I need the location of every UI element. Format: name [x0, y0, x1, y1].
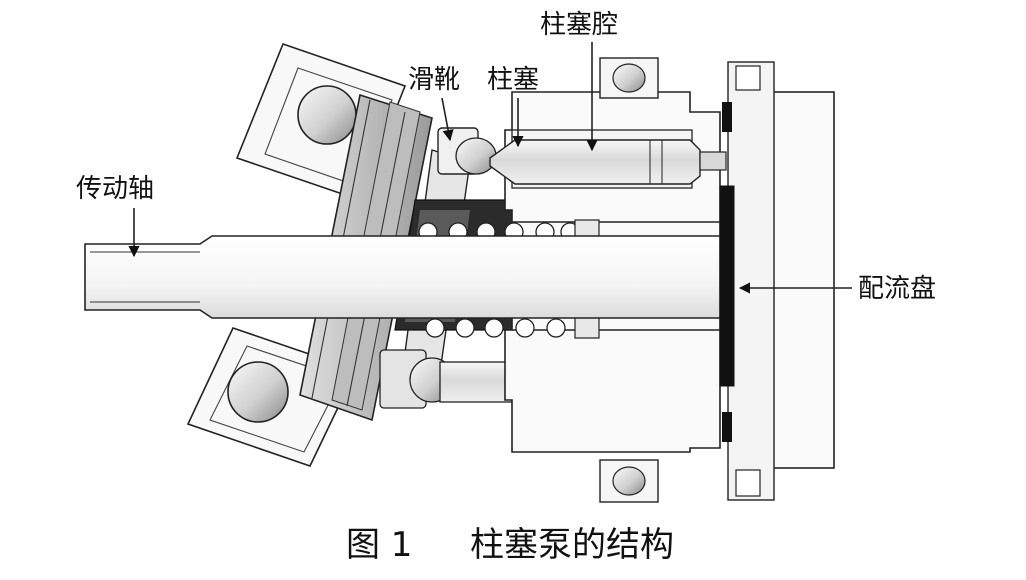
label-port-plate: 配流盘	[858, 274, 936, 304]
label-plunger: 柱塞	[487, 65, 539, 95]
port-plate-assembly	[719, 61, 835, 501]
label-drive-shaft-group: 传动轴	[76, 174, 154, 258]
end-cover-flange	[727, 61, 775, 501]
flange-bolt	[735, 469, 761, 497]
label-slipper: 滑靴	[408, 65, 460, 95]
plunger-port	[699, 151, 727, 171]
flange-bolt	[735, 65, 761, 91]
drive-shaft-body	[84, 235, 721, 319]
port-plate-slot	[722, 412, 732, 442]
slipper-ball	[455, 137, 497, 175]
label-plunger-group: 柱塞	[487, 65, 539, 148]
label-port-plate-group: 配流盘	[738, 274, 936, 304]
label-plunger-chamber: 柱塞腔	[540, 10, 618, 40]
upper-bearing-ball	[297, 85, 357, 145]
lower-bearing-ball	[227, 361, 289, 423]
port-plate-slot	[722, 102, 732, 132]
drive-shaft	[84, 235, 721, 319]
port-plate	[719, 185, 735, 387]
caption-number: 图 1	[346, 525, 412, 565]
label-plunger-chamber-group: 柱塞腔	[540, 10, 618, 152]
label-slipper-group: 滑靴	[408, 65, 460, 142]
caption-title: 柱塞泵的结构	[470, 525, 674, 565]
figure-caption: 图 1 柱塞泵的结构	[346, 525, 674, 565]
plunger	[489, 139, 701, 185]
spring-collar	[574, 315, 600, 339]
label-drive-shaft: 传动轴	[76, 174, 154, 204]
outer-bearings	[599, 57, 659, 503]
arrow-slipper	[441, 97, 454, 142]
